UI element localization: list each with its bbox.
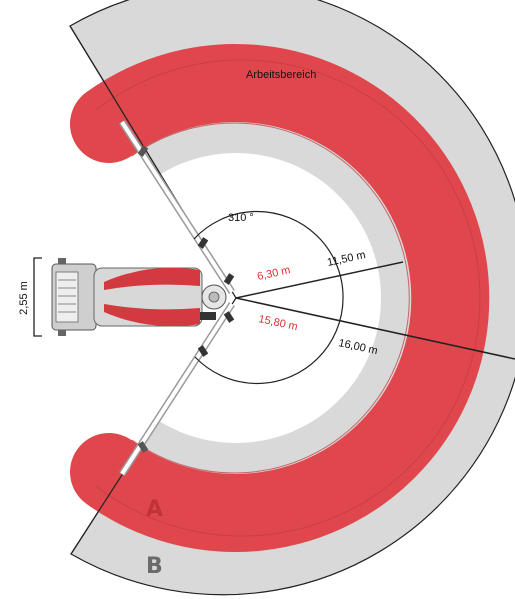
radius-line-lower (235, 297, 515, 360)
angle-label: 310 ° (228, 212, 254, 224)
area-label: Arbeitsbereich (246, 69, 316, 81)
zone-a-label: A (146, 497, 163, 522)
radius-line-upper (235, 261, 404, 299)
boom-upper (119, 120, 235, 294)
zone-b-label: B (146, 554, 163, 579)
truck-top-view (51, 258, 227, 336)
zone-a-outer-line (95, 59, 481, 537)
vehicle-width-label: 2,55 m (18, 281, 30, 315)
width-bracket (33, 257, 42, 337)
zone-a-inner-line (131, 122, 410, 474)
boom-lower (119, 302, 235, 476)
angle-arc (193, 210, 344, 385)
zone-a-area (70, 44, 490, 552)
